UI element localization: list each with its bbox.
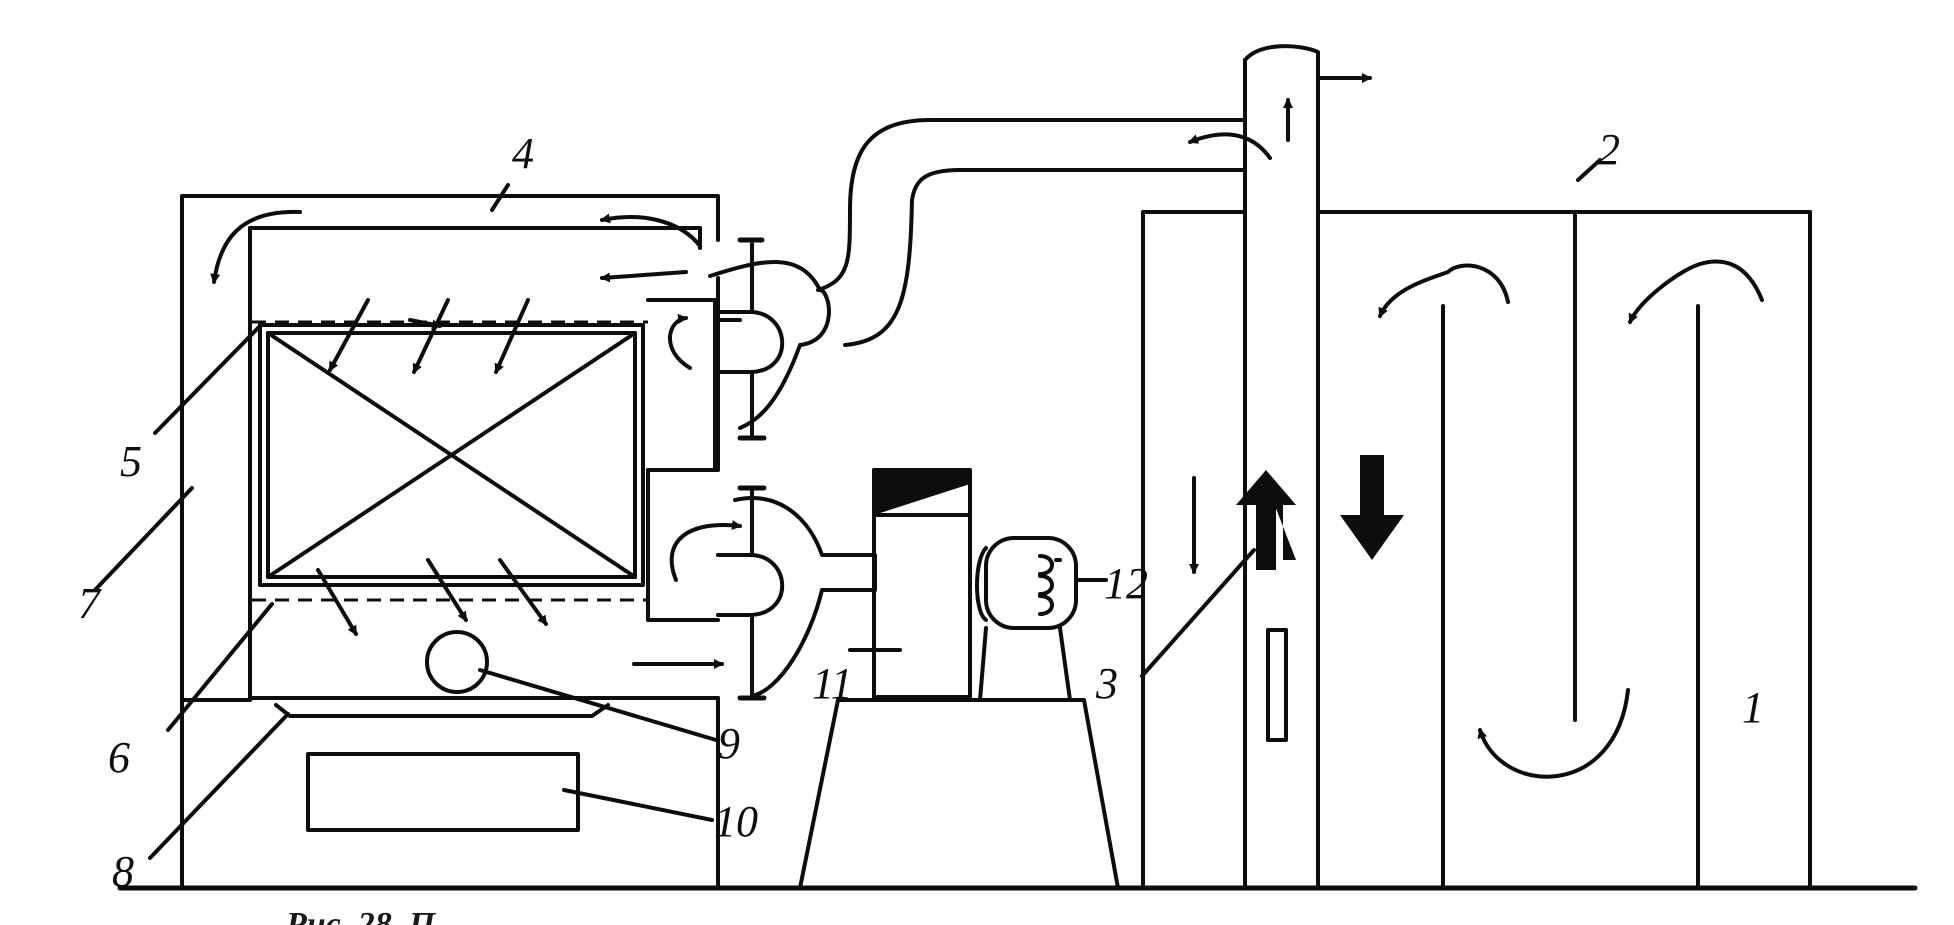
drying-tower [1141, 44, 1812, 890]
leader-lines [93, 158, 1602, 860]
label-1: 1 [1742, 683, 1764, 732]
blower-unit [848, 468, 972, 699]
label-4: 4 [512, 129, 534, 178]
duct-connection [646, 298, 742, 622]
heat-exchanger [258, 323, 645, 587]
upper-fan [668, 237, 831, 441]
label-9: 9 [718, 719, 740, 768]
label-3: 3 [1095, 659, 1118, 708]
air-flow-arrows [210, 209, 724, 669]
exhaust-duct [816, 118, 1272, 347]
heater-element [425, 630, 489, 694]
label-6: 6 [108, 733, 130, 782]
callout-labels: 1 2 3 4 5 6 7 8 9 10 11 12 [78, 125, 1764, 896]
label-2: 2 [1598, 125, 1620, 174]
pedestal [798, 698, 1120, 890]
label-11: 11 [812, 659, 853, 708]
label-5: 5 [120, 437, 142, 486]
label-10: 10 [714, 797, 758, 846]
tower-flow-arrows [1189, 259, 1764, 779]
motor [975, 536, 1102, 702]
label-7: 7 [78, 579, 102, 628]
label-12: 12 [1104, 559, 1148, 608]
chamber-base [274, 703, 610, 832]
label-8: 8 [112, 847, 134, 896]
figure-caption: Рис. 28. П [285, 906, 437, 925]
chamber-housing [180, 194, 720, 890]
